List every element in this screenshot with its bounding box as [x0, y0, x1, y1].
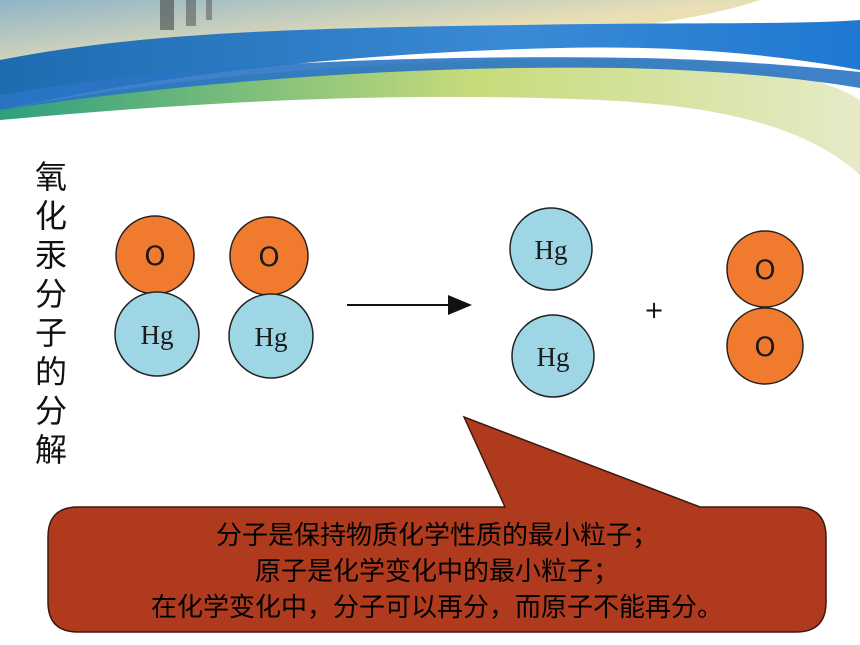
- mercury-label: Hg: [141, 320, 174, 350]
- mercury-atom: [228, 293, 314, 379]
- oxygen-label: O: [754, 255, 775, 286]
- callout-text: 分子是保持物质化学性质的最小粒子； 原子是化学变化中的最小粒子； 在化学变化中，…: [48, 512, 826, 632]
- reactant-molecule-2: O Hg: [228, 216, 314, 379]
- mercury-label: Hg: [537, 342, 570, 372]
- oxygen-atom: [726, 307, 804, 385]
- title-char: 子: [34, 314, 67, 352]
- plus-sign: +: [644, 296, 664, 324]
- product-mercury-atoms: Hg Hg: [509, 207, 595, 398]
- callout-line-3: 在化学变化中，分子可以再分，而原子不能再分。: [150, 593, 723, 623]
- oxygen-label: O: [144, 241, 165, 272]
- vertical-title: 氧化汞分子的分解: [30, 158, 72, 470]
- title-char: 的: [34, 353, 67, 391]
- title-char: 汞: [34, 236, 67, 274]
- title-char: 化: [34, 197, 67, 235]
- product-oxygen-molecule: O O: [726, 230, 804, 385]
- oxygen-label: O: [258, 242, 279, 273]
- callout-bubble: [47, 415, 827, 633]
- mercury-atom: [114, 291, 200, 377]
- title-char: 解: [34, 431, 67, 469]
- mercury-atom: [509, 207, 593, 291]
- mercury-label: Hg: [255, 322, 288, 352]
- reaction-diagram: O Hg O Hg Hg Hg + O O: [114, 207, 804, 398]
- reactant-molecule-1: O Hg: [114, 215, 200, 377]
- title-char: 氧: [34, 158, 67, 196]
- callout-line-2: 原子是化学变化中的最小粒子；: [254, 557, 619, 587]
- oxygen-label: O: [754, 332, 775, 363]
- mercury-atom: [511, 314, 595, 398]
- header-banner: [0, 0, 860, 176]
- callout-line-1: 分子是保持物质化学性质的最小粒子；: [215, 521, 658, 551]
- title-char: 分: [34, 275, 67, 313]
- title-char: 分: [34, 392, 67, 430]
- mercury-label: Hg: [535, 235, 568, 265]
- oxygen-atom: [726, 230, 804, 308]
